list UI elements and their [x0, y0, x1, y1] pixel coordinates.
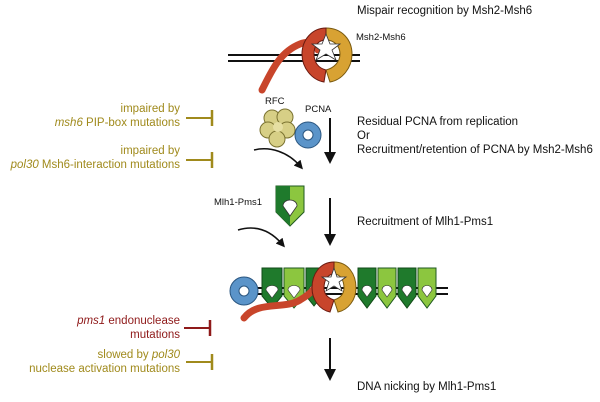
note-pip-box: impaired by msh6 PIP-box mutations: [55, 102, 180, 130]
note-endo-gene: pms1: [77, 315, 106, 327]
note-slow-gene: pol30: [151, 349, 180, 361]
note-pip-rest: PIP-box mutations: [82, 117, 180, 129]
mlh1-pms1-right-cluster: [357, 267, 437, 309]
step-pcna-line3: Recruitment/retention of PCNA by Msh2-Ms…: [357, 144, 593, 156]
note-endonuclease: pms1 endonuclease mutations: [77, 314, 180, 342]
step-pcna-line2: Or: [357, 130, 370, 142]
interaction-inhibition-bar: [186, 152, 214, 168]
label-msh2-msh6: Msh2-Msh6: [356, 32, 406, 43]
note-pip-gene: msh6: [54, 117, 83, 129]
pcna-ring: [294, 121, 322, 149]
step-dna-nicking: DNA nicking by Mlh1-Pms1: [357, 381, 497, 393]
step-mispair-recognition: Mispair recognition by Msh2-Msh6: [357, 5, 533, 17]
rfc-clover: [259, 108, 296, 148]
note-pip-line1: impaired by: [120, 103, 180, 115]
note-int-gene: pol30: [10, 159, 39, 171]
rfc-loading-arrow: [253, 148, 303, 170]
pip-box-inhibition-bar: [186, 110, 214, 126]
label-mlh1-pms1: Mlh1-Pms1: [214, 197, 263, 208]
bottom-pcna-ring: [229, 276, 259, 306]
nuclease-activation-slow-bar: [186, 354, 214, 370]
note-int-rest: Msh6-interaction mutations: [38, 159, 180, 171]
note-nuclease-activation: slowed by pol30 nuclease activation muta…: [29, 348, 180, 376]
endonuclease-inhibition-bar: [184, 320, 212, 336]
note-slow-line2: nuclease activation mutations: [29, 363, 180, 375]
mlh1-loading-arrow: [237, 227, 285, 248]
note-msh6-interaction: impaired by pol30 Msh6-interaction mutat…: [11, 144, 180, 172]
mlh1-pms1-shape: [275, 185, 305, 227]
step-mlh1-recruitment: Recruitment of Mlh1-Pms1: [357, 216, 494, 228]
label-rfc: RFC: [265, 96, 285, 107]
top-msh2-msh6-complex: [258, 27, 353, 94]
bottom-msh2-msh6: [240, 261, 357, 322]
step-pcna-line1: Residual PCNA from replication: [357, 116, 519, 128]
label-pcna: PCNA: [305, 104, 332, 115]
note-int-line1: impaired by: [120, 145, 180, 157]
note-endo-rest: endonuclease: [105, 315, 180, 327]
note-endo-line2: mutations: [130, 329, 180, 341]
note-slow-pre: slowed by: [97, 349, 152, 361]
